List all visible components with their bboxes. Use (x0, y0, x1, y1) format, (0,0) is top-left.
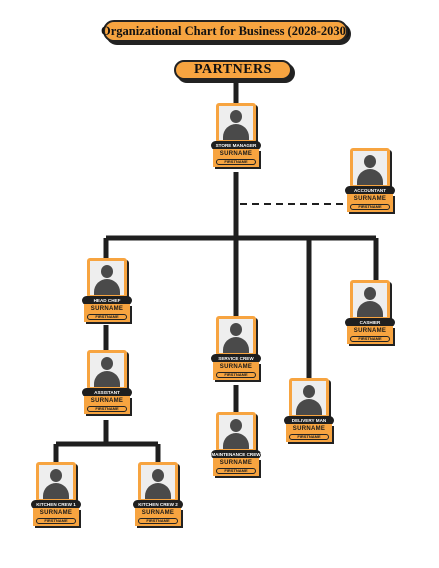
person-silhouette-icon (230, 323, 242, 336)
card-assistant: ASSISTANT SURNAME FIRSTNAME (82, 350, 132, 420)
surname-label: SURNAME (90, 398, 124, 404)
name-plate: SURNAME FIRSTNAME (213, 149, 259, 167)
surname-label: SURNAME (141, 510, 175, 516)
firstname-label: FIRSTNAME (87, 406, 127, 412)
person-silhouette-icon (230, 110, 242, 123)
name-plate: SURNAME FIRSTNAME (33, 508, 79, 526)
person-silhouette-icon (50, 469, 62, 482)
card-head-chef: HEAD CHEF SURNAME FIRSTNAME (82, 258, 132, 328)
name-plate: SURNAME FIRSTNAME (84, 396, 130, 414)
role-label: ASSISTANT (82, 388, 132, 397)
card-store-manager: STORE MANAGER SURNAME FIRSTNAME (211, 103, 261, 173)
avatar (87, 258, 127, 298)
firstname-label: FIRSTNAME (216, 159, 256, 165)
card-kitchen-crew-2: KITCHEN CREW 2 SURNAME FIRSTNAME (133, 462, 183, 532)
person-silhouette-icon (303, 385, 315, 398)
card-kitchen-crew-1: KITCHEN CREW 1 SURNAME FIRSTNAME (31, 462, 81, 532)
role-label: HEAD CHEF (82, 296, 132, 305)
card-maintenance-crew: MAINTENANCE CREW SURNAME FIRSTNAME (211, 412, 261, 482)
person-silhouette-icon (152, 469, 164, 482)
avatar (289, 378, 329, 418)
surname-label: SURNAME (219, 460, 253, 466)
role-label: KITCHEN CREW 1 (31, 500, 81, 509)
surname-label: SURNAME (219, 364, 253, 370)
role-label: DELIVERY MAN (284, 416, 334, 425)
name-plate: SURNAME FIRSTNAME (213, 458, 259, 476)
firstname-label: FIRSTNAME (289, 434, 329, 440)
firstname-label: FIRSTNAME (350, 204, 390, 210)
name-plate: SURNAME FIRSTNAME (347, 326, 393, 344)
person-silhouette-icon (101, 357, 113, 370)
avatar (350, 280, 390, 320)
role-label: ACCOUNTANT (345, 186, 395, 195)
card-cashier: CASHIER SURNAME FIRSTNAME (345, 280, 395, 350)
person-silhouette-icon (230, 419, 242, 432)
person-silhouette-icon (364, 155, 376, 168)
role-label: SERVICE CREW (211, 354, 261, 363)
firstname-label: FIRSTNAME (138, 518, 178, 524)
surname-label: SURNAME (353, 196, 387, 202)
firstname-label: FIRSTNAME (216, 372, 256, 378)
firstname-label: FIRSTNAME (87, 314, 127, 320)
surname-label: SURNAME (39, 510, 73, 516)
role-label: KITCHEN CREW 2 (133, 500, 183, 509)
firstname-label: FIRSTNAME (216, 468, 256, 474)
person-silhouette-icon (101, 265, 113, 278)
role-label: MAINTENANCE CREW (211, 450, 261, 459)
surname-label: SURNAME (292, 426, 326, 432)
avatar (87, 350, 127, 390)
surname-label: SURNAME (353, 328, 387, 334)
partners-node: PARTNERS (174, 60, 292, 80)
avatar (216, 412, 256, 452)
avatar (138, 462, 178, 502)
name-plate: SURNAME FIRSTNAME (286, 424, 332, 442)
role-label: CASHIER (345, 318, 395, 327)
avatar (350, 148, 390, 188)
chart-title: Organizational Chart for Business (2028-… (101, 20, 350, 42)
avatar (216, 103, 256, 143)
name-plate: SURNAME FIRSTNAME (347, 194, 393, 212)
firstname-label: FIRSTNAME (350, 336, 390, 342)
name-plate: SURNAME FIRSTNAME (213, 362, 259, 380)
surname-label: SURNAME (219, 151, 253, 157)
card-service-crew: SERVICE CREW SURNAME FIRSTNAME (211, 316, 261, 386)
surname-label: SURNAME (90, 306, 124, 312)
card-delivery-man: DELIVERY MAN SURNAME FIRSTNAME (284, 378, 334, 448)
avatar (36, 462, 76, 502)
avatar (216, 316, 256, 356)
role-label: STORE MANAGER (211, 141, 261, 150)
person-silhouette-icon (364, 287, 376, 300)
firstname-label: FIRSTNAME (36, 518, 76, 524)
card-accountant: ACCOUNTANT SURNAME FIRSTNAME (345, 148, 395, 218)
name-plate: SURNAME FIRSTNAME (84, 304, 130, 322)
name-plate: SURNAME FIRSTNAME (135, 508, 181, 526)
